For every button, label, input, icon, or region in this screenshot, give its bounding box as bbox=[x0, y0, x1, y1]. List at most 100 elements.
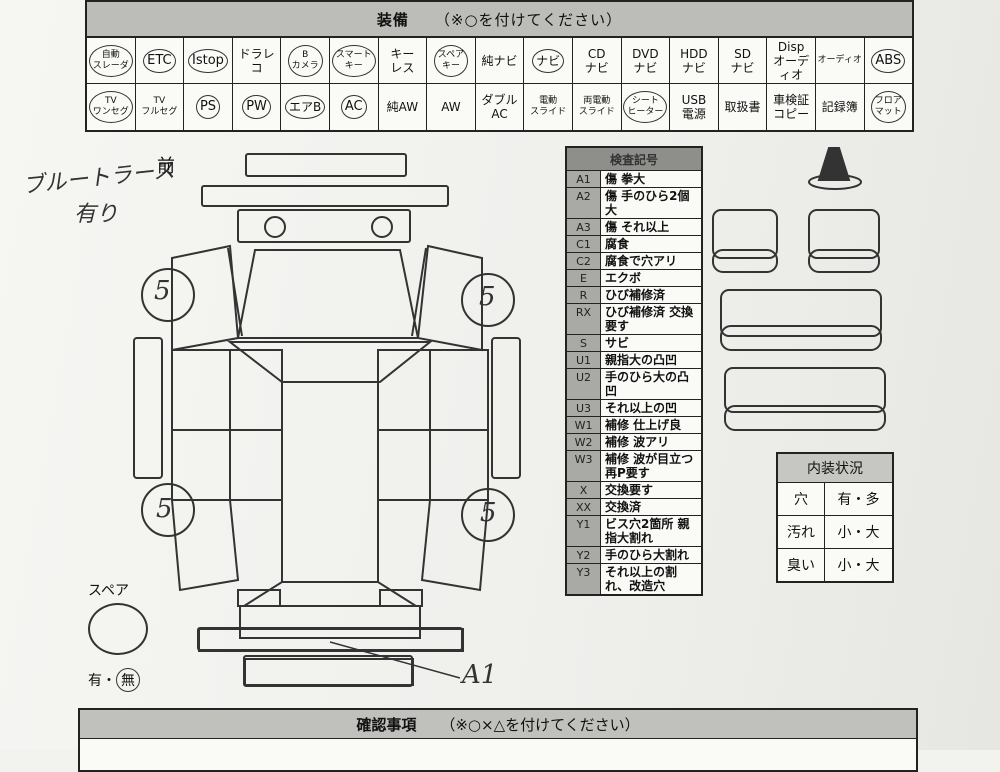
tire-value-rear-right: 5 bbox=[480, 498, 497, 528]
inspection-description: 傷 拳大 bbox=[605, 172, 646, 186]
interior-row: 汚れ 小・大 bbox=[778, 516, 892, 549]
interior-row-value: 小・大 bbox=[837, 558, 880, 574]
inspection-description: ひび補修済 交換要す bbox=[605, 305, 694, 333]
diagram-trunk bbox=[239, 605, 421, 639]
inspection-code: R bbox=[567, 287, 601, 303]
equipment-option-label: PW bbox=[242, 95, 271, 119]
inspection-description: それ以上の凹 bbox=[605, 401, 678, 415]
damage-mark-a1: A1 bbox=[462, 660, 498, 690]
interior-row-value: 小・大 bbox=[837, 525, 880, 541]
equipment-option: AW bbox=[427, 84, 476, 130]
spare-option-has: 有 bbox=[88, 673, 102, 689]
equipment-option-label: フロア マット bbox=[870, 91, 906, 123]
diagram-rear-window bbox=[240, 581, 420, 607]
inspection-description: エクボ bbox=[605, 271, 642, 285]
interior-condition-title: 内装状況 bbox=[778, 454, 892, 483]
spare-tire-circle bbox=[88, 603, 148, 655]
diagram-rear-quarter-right bbox=[420, 499, 490, 592]
equipment-option-label: ETC bbox=[143, 48, 176, 73]
equipment-option-label: 純AW bbox=[386, 100, 419, 114]
equipment-option-label: HDD ナビ bbox=[680, 46, 708, 75]
inspection-description: 傷 手のひら2個大 bbox=[605, 189, 690, 217]
equipment-option: ナビ bbox=[524, 38, 573, 83]
confirmation-note: （※○×△を付けてください） bbox=[440, 715, 640, 734]
spare-option-separator: ・ bbox=[102, 673, 116, 689]
seat-front-left bbox=[712, 209, 778, 259]
equipment-option: 記録簿 bbox=[816, 84, 865, 130]
equipment-option: オーディオ bbox=[816, 38, 865, 83]
equipment-option-label: 記録簿 bbox=[821, 100, 858, 114]
equipment-option: フロア マット bbox=[865, 84, 913, 130]
equipment-option: スマート キー bbox=[330, 38, 379, 83]
seat-front-right bbox=[808, 209, 880, 259]
inspection-code: U1 bbox=[567, 352, 601, 368]
inspection-code: W1 bbox=[567, 417, 601, 433]
diagram-door-front-left bbox=[171, 349, 231, 431]
equipment-option: SD ナビ bbox=[719, 38, 768, 83]
inspection-description: 補修 波が目立つ 再P要す bbox=[605, 452, 694, 480]
equipment-option-label: TV ワンセグ bbox=[88, 91, 133, 123]
equipment-option: エアB bbox=[281, 84, 330, 130]
inspection-description: 腐食 bbox=[605, 237, 630, 251]
diagram-front-bumper bbox=[201, 185, 449, 207]
confirmation-header: 確認事項 （※○×△を付けてください） bbox=[80, 710, 916, 739]
inspection-code: A3 bbox=[567, 219, 601, 235]
tire-value-front-left: 5 bbox=[154, 276, 171, 306]
equipment-option-label: PS bbox=[195, 95, 221, 119]
inspection-code: C2 bbox=[567, 253, 601, 269]
equipment-option: PW bbox=[233, 84, 282, 130]
equipment-option: HDD ナビ bbox=[670, 38, 719, 83]
front-label: 前 bbox=[157, 156, 175, 177]
inspection-legend-row: A3 傷 それ以上 bbox=[567, 219, 701, 236]
inspection-description: 手のひら大の凸凹 bbox=[605, 370, 690, 398]
equipment-option: キー レス bbox=[379, 38, 428, 83]
equipment-option-label: B カメラ bbox=[287, 44, 323, 77]
diagram-door-front-right bbox=[429, 349, 489, 431]
diagram-lower-bumper-1 bbox=[198, 628, 464, 652]
equipment-option: CD ナビ bbox=[573, 38, 622, 83]
equipment-option-label: AC bbox=[340, 95, 367, 119]
spare-option-none: 無 bbox=[116, 668, 140, 692]
inspection-code: W3 bbox=[567, 451, 601, 481]
equipment-option: ダブル AC bbox=[476, 84, 525, 130]
inspection-description: 交換要す bbox=[605, 483, 654, 497]
handwritten-note-line2: 有り bbox=[74, 202, 119, 227]
confirmation-section: 確認事項 （※○×△を付けてください） bbox=[78, 708, 918, 772]
equipment-option: 取扱書 bbox=[719, 84, 768, 130]
inspection-code: Y1 bbox=[567, 516, 601, 546]
equipment-option-label: USB 電源 bbox=[681, 93, 707, 121]
inspection-code: U3 bbox=[567, 400, 601, 416]
equipment-option: PS bbox=[184, 84, 233, 130]
equipment-option: ABS bbox=[865, 38, 913, 83]
diagram-tire-front-left bbox=[141, 268, 195, 322]
diagram-tire-front-right bbox=[461, 273, 515, 327]
car-body-diagram bbox=[133, 153, 521, 687]
inspection-code: Y3 bbox=[567, 564, 601, 594]
diagram-hood bbox=[236, 249, 420, 339]
inspection-legend-row: U3 それ以上の凹 bbox=[567, 400, 701, 417]
equipment-option: シート ヒーター bbox=[622, 84, 671, 130]
diagram-lower-bumper-2 bbox=[244, 658, 414, 686]
inspection-description: 傷 それ以上 bbox=[605, 220, 670, 234]
inspection-code: C1 bbox=[567, 236, 601, 252]
spare-options: 有・無 bbox=[88, 668, 140, 692]
seat-second-row bbox=[720, 289, 882, 337]
inspection-description: 補修 波アリ bbox=[605, 435, 670, 449]
tire-value-rear-left: 5 bbox=[156, 494, 173, 524]
diagram-damage-pointer bbox=[329, 641, 461, 679]
inspection-code: X bbox=[567, 482, 601, 498]
equipment-option: DVD ナビ bbox=[622, 38, 671, 83]
equipment-option: 自動 スレーダ bbox=[87, 38, 136, 83]
equipment-option: 両電動 スライド bbox=[573, 84, 622, 130]
equipment-option-label: TV フルセグ bbox=[141, 96, 178, 117]
